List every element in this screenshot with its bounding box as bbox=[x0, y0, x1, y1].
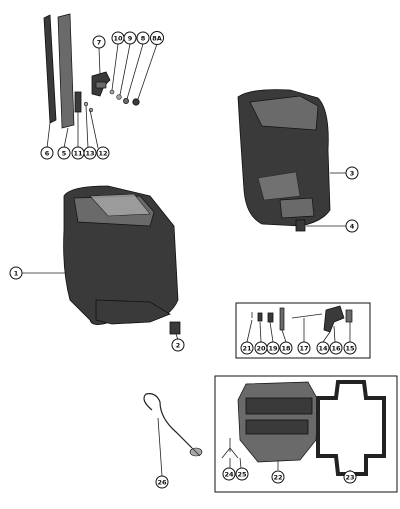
svg-text:10: 10 bbox=[113, 35, 123, 43]
callout-1: 1 bbox=[9, 266, 23, 280]
seal-kit-box bbox=[214, 375, 398, 493]
svg-text:23: 23 bbox=[345, 474, 354, 482]
callout-5: 5 bbox=[57, 146, 71, 160]
callout-4: 4 bbox=[345, 219, 359, 233]
callout-17: 17 bbox=[297, 341, 311, 355]
callout-8a: 8A bbox=[150, 31, 164, 45]
seal-strips bbox=[43, 13, 75, 129]
svg-text:25: 25 bbox=[237, 471, 247, 479]
callout-16: 16 bbox=[329, 341, 343, 355]
svg-text:21: 21 bbox=[242, 345, 252, 353]
svg-text:20: 20 bbox=[256, 345, 266, 353]
svg-text:9: 9 bbox=[128, 35, 133, 43]
rear-cowl bbox=[237, 89, 331, 227]
svg-text:16: 16 bbox=[331, 345, 341, 353]
callout-7: 7 bbox=[92, 35, 106, 49]
callout-2: 2 bbox=[171, 338, 185, 352]
cable-assembly bbox=[143, 393, 203, 457]
svg-text:26: 26 bbox=[157, 479, 167, 487]
latch-pieces bbox=[74, 91, 94, 113]
svg-text:5: 5 bbox=[62, 150, 67, 158]
cowl-latch-block bbox=[169, 321, 181, 335]
callout-18: 18 bbox=[279, 341, 293, 355]
callout-6: 6 bbox=[40, 146, 54, 160]
callout-19: 19 bbox=[266, 341, 280, 355]
svg-text:2: 2 bbox=[176, 342, 181, 350]
small-parts-box-items bbox=[251, 305, 353, 333]
callout-21: 21 bbox=[240, 341, 254, 355]
svg-text:4: 4 bbox=[350, 223, 355, 231]
callout-22: 22 bbox=[271, 470, 285, 484]
svg-text:24: 24 bbox=[224, 471, 234, 479]
small-parts-box bbox=[235, 302, 371, 359]
callout-10: 10 bbox=[111, 31, 125, 45]
svg-text:18: 18 bbox=[281, 345, 291, 353]
svg-text:13: 13 bbox=[85, 150, 94, 158]
svg-text:7: 7 bbox=[97, 39, 102, 47]
svg-text:3: 3 bbox=[350, 170, 355, 178]
callout-8: 8 bbox=[136, 31, 150, 45]
svg-text:14: 14 bbox=[318, 345, 328, 353]
svg-text:8: 8 bbox=[141, 35, 146, 43]
latch-bracket bbox=[91, 71, 111, 97]
callout-3: 3 bbox=[345, 166, 359, 180]
callout-9: 9 bbox=[123, 31, 137, 45]
svg-text:22: 22 bbox=[273, 474, 282, 482]
svg-text:1: 1 bbox=[14, 270, 19, 278]
callout-20: 20 bbox=[254, 341, 268, 355]
seal-assembly bbox=[237, 381, 319, 463]
callout-11: 11 bbox=[71, 146, 85, 160]
callout-13: 13 bbox=[83, 146, 97, 160]
front-cowl bbox=[63, 185, 179, 325]
svg-text:17: 17 bbox=[299, 345, 308, 353]
callout-25: 25 bbox=[235, 467, 249, 481]
svg-text:19: 19 bbox=[268, 345, 278, 353]
svg-text:8A: 8A bbox=[152, 35, 162, 43]
svg-text:11: 11 bbox=[73, 150, 83, 158]
callout-15: 15 bbox=[343, 341, 357, 355]
rubber-gasket bbox=[316, 380, 386, 476]
svg-text:6: 6 bbox=[45, 150, 50, 158]
callout-14: 14 bbox=[316, 341, 330, 355]
small-hardware bbox=[109, 89, 140, 106]
leader-lines bbox=[22, 43, 351, 477]
callout-23: 23 bbox=[343, 470, 357, 484]
svg-text:12: 12 bbox=[98, 150, 107, 158]
callout-12: 12 bbox=[96, 146, 110, 160]
svg-text:15: 15 bbox=[345, 345, 355, 353]
callout-26: 26 bbox=[155, 475, 169, 489]
callout-24: 24 bbox=[222, 467, 236, 481]
cowl-bumper bbox=[295, 219, 306, 232]
callouts: 1 2 3 4 5 6 7 8 8A 9 10 11 12 13 14 15 1… bbox=[9, 31, 359, 489]
seal-fasteners bbox=[221, 438, 239, 459]
